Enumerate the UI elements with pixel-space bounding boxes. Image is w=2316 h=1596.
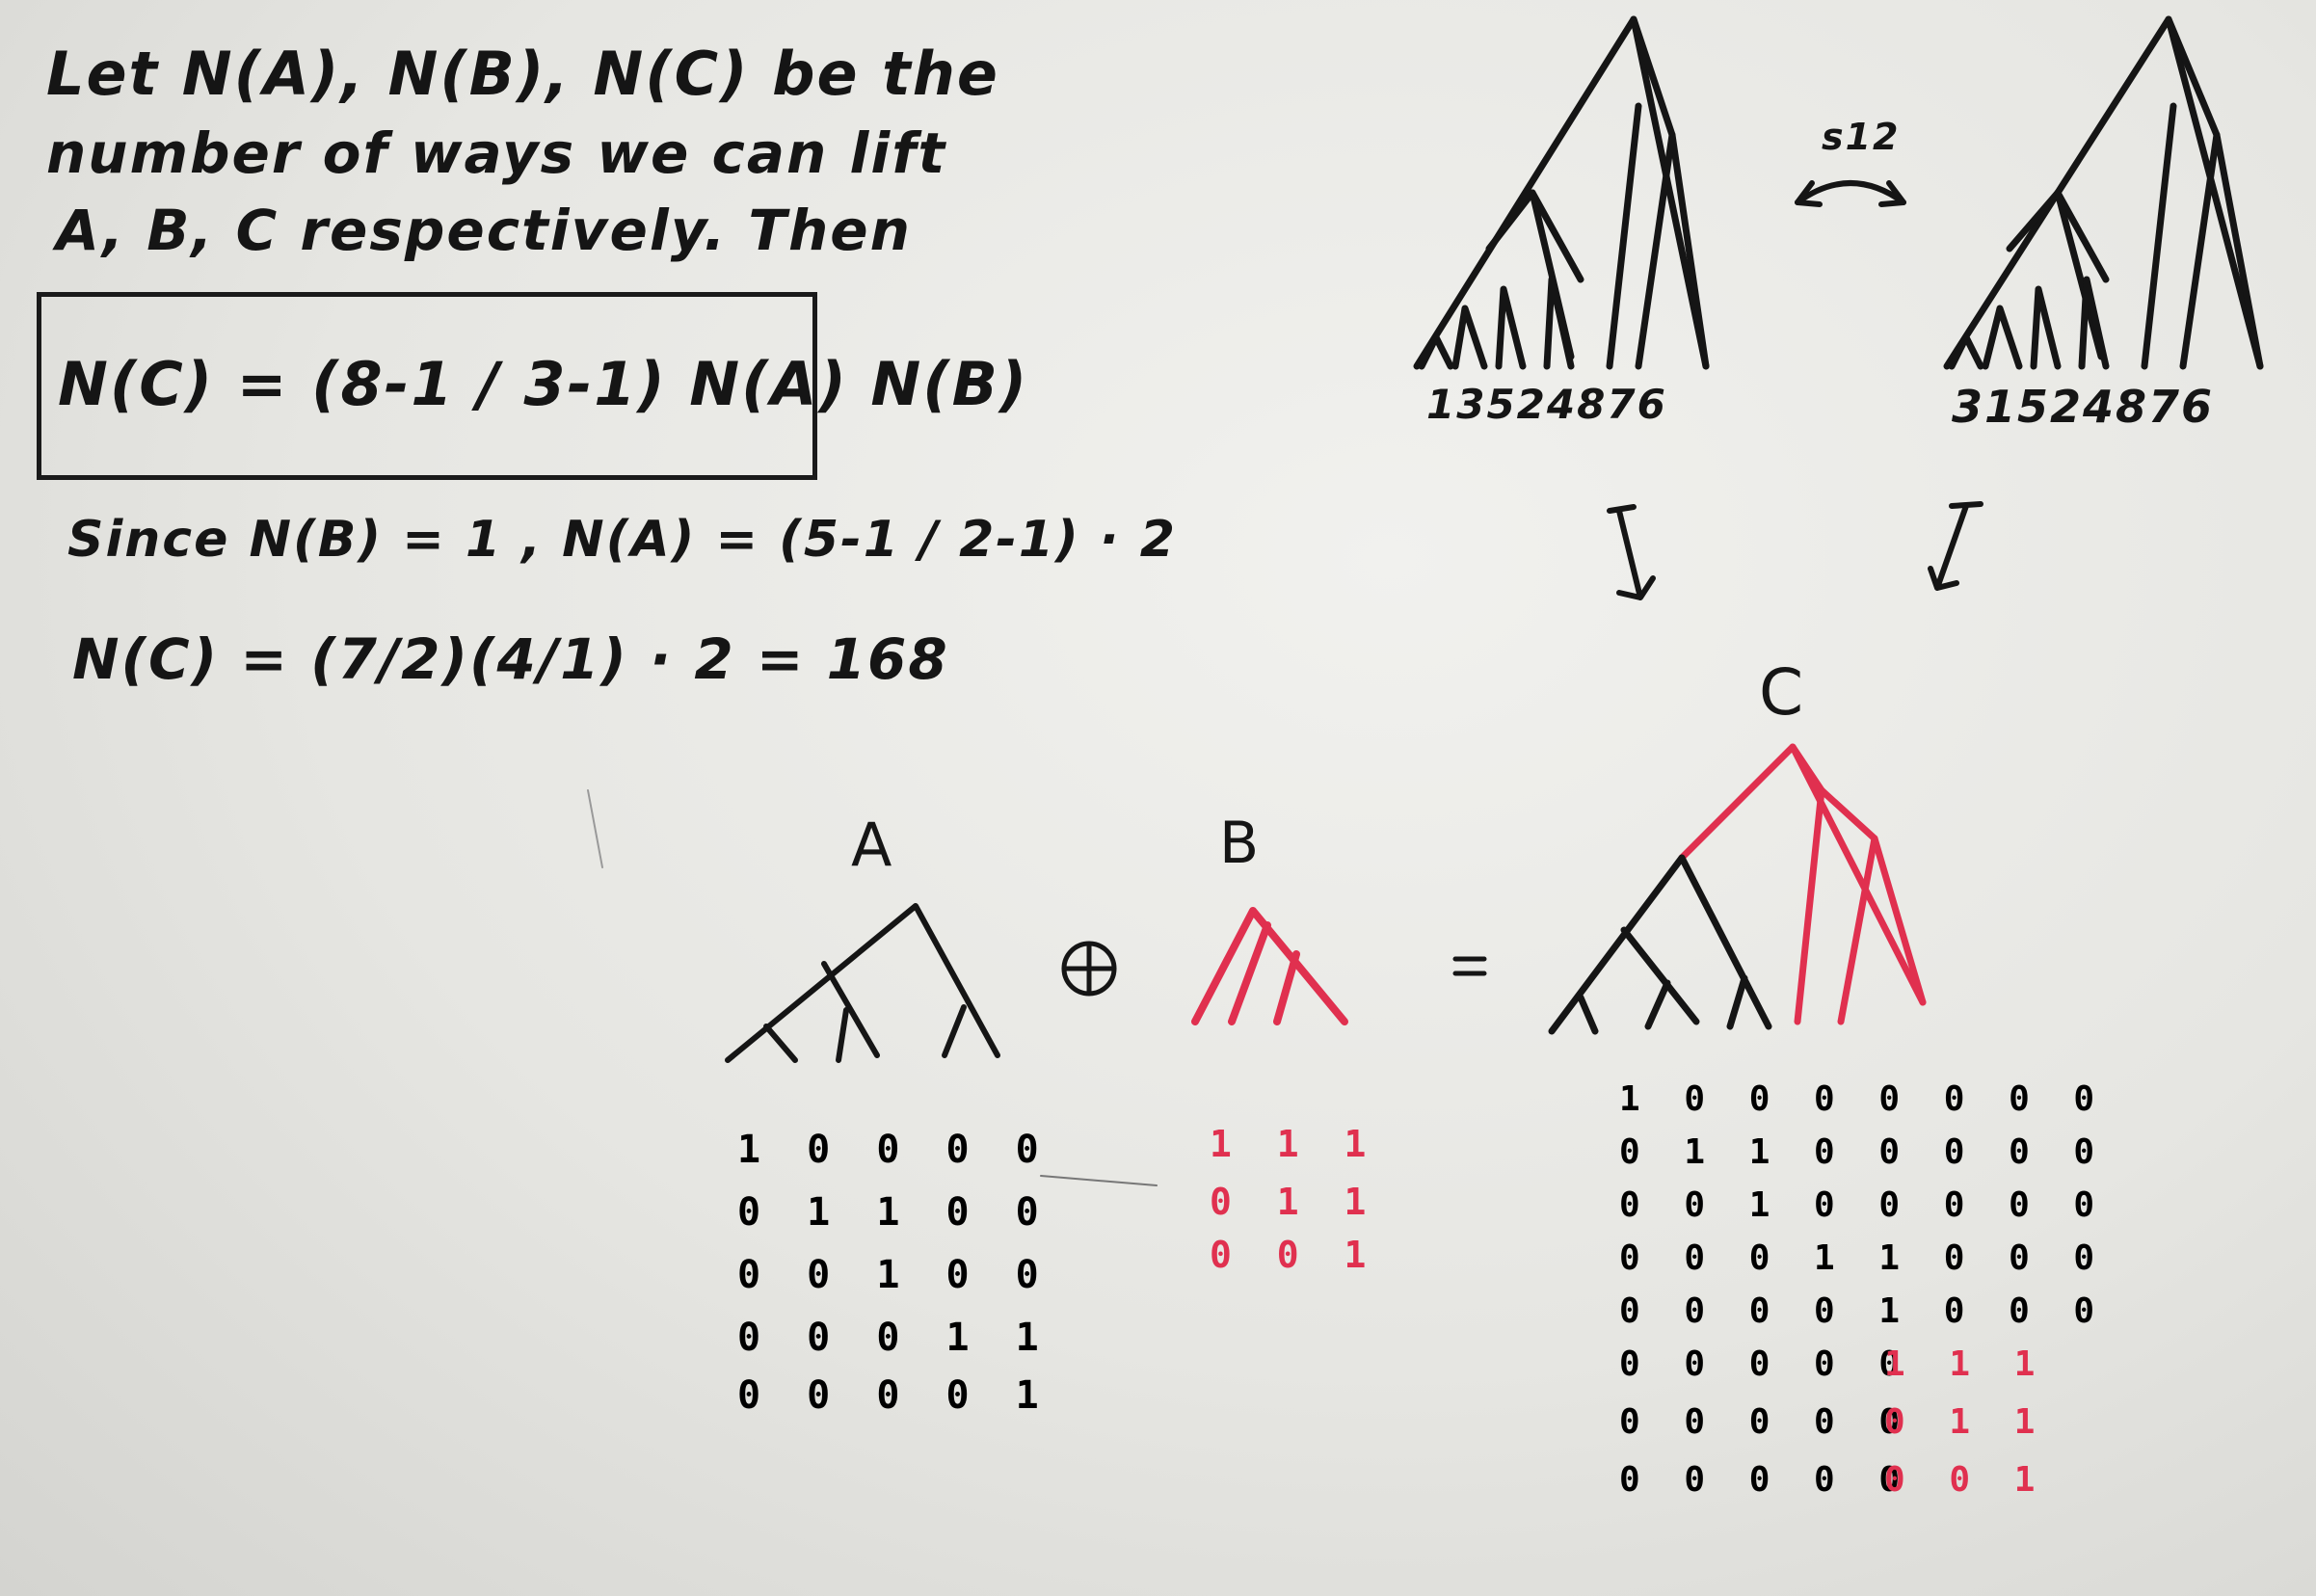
tree-left-leaf-labels: 13524876 — [1426, 381, 1667, 428]
matrix-C-row: 0 1 1 0 0 0 0 0 — [1619, 1132, 2107, 1172]
boxed-formula: N(C) = (8-1 / 3-1) N(A) N(B) — [58, 349, 1029, 419]
text-line-6: N(C) = (7/2)(4/1) · 2 = 168 — [72, 626, 949, 692]
tree-top-left — [1413, 15, 1710, 370]
text-line-3: A, B, C respectively. Then — [56, 198, 912, 263]
matrix-C-row: 0 0 0 0 0 — [1619, 1344, 1912, 1384]
matrix-C-row: 1 0 0 0 0 0 0 0 — [1619, 1079, 2107, 1119]
label-C: C — [1759, 655, 1806, 730]
matrix-C-red-row: 1 1 1 — [1884, 1344, 2047, 1384]
tree-A — [725, 903, 1000, 1063]
text-line-1: Let N(A), N(B), N(C) be the — [46, 39, 999, 109]
tree-C — [1548, 743, 1927, 1035]
oplus-symbol — [1061, 941, 1117, 997]
matrix-C-red-row: 0 1 1 — [1884, 1402, 2047, 1442]
matrix-B-row: 0 0 1 — [1210, 1234, 1378, 1276]
tree-B — [1191, 907, 1348, 1025]
label-B: B — [1219, 810, 1262, 877]
matrix-B-row: 1 1 1 — [1210, 1123, 1378, 1165]
matrix-A-row: 0 0 1 0 0 — [737, 1253, 1051, 1297]
tree-top-right — [1943, 15, 2264, 370]
matrix-C-red-row: 0 0 1 — [1884, 1460, 2047, 1500]
label-A: A — [851, 810, 894, 880]
tree-right-leaf-labels: 31524876 — [1952, 381, 2215, 433]
matrix-A-row: 0 0 0 1 1 — [737, 1316, 1051, 1360]
matrix-C-row: 0 0 0 0 1 0 0 0 — [1619, 1291, 2107, 1331]
text-line-2: number of ways we can lift — [46, 120, 947, 186]
matrix-C-row: 0 0 0 0 0 — [1619, 1402, 1912, 1442]
boxed-formula-frame — [37, 292, 817, 480]
matrix-C-row: 0 0 0 1 1 0 0 0 — [1619, 1238, 2107, 1278]
equals-sign — [1452, 956, 1487, 976]
matrix-B-row: 0 1 1 — [1210, 1181, 1378, 1223]
matrix-C-row: 0 0 0 0 0 — [1619, 1460, 1912, 1500]
matrix-A-row: 0 0 0 0 1 — [737, 1373, 1051, 1418]
swap-label: s12 — [1822, 116, 1901, 158]
text-line-5: Since N(B) = 1 , N(A) = (5-1 / 2-1) · 2 — [67, 511, 1177, 569]
matrix-C-row: 0 0 1 0 0 0 0 0 — [1619, 1185, 2107, 1225]
matrix-A-row: 1 0 0 0 0 — [737, 1128, 1051, 1172]
matrix-A-row: 0 1 1 0 0 — [737, 1190, 1051, 1235]
